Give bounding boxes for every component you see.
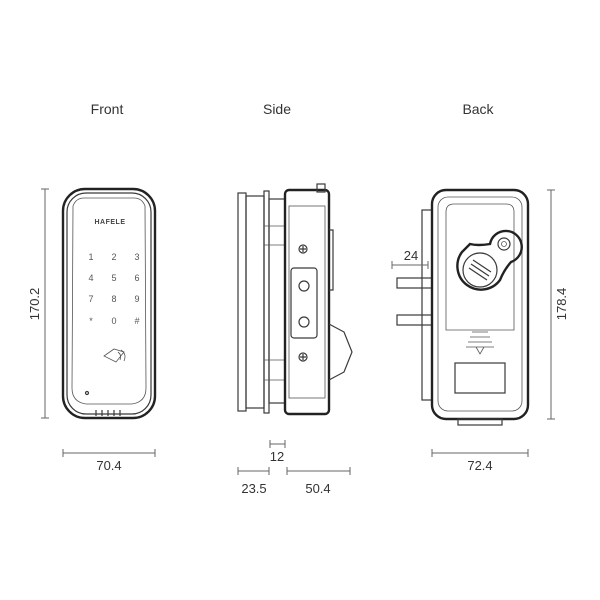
side-door-section [268,198,286,404]
front-view: HAFELE 1 2 3 4 5 6 7 8 9 * 0 # [61,187,157,420]
back-deadbolt [396,277,433,289]
side-right-label: 50.4 [305,481,330,496]
back-view [396,188,530,426]
side-screw-icon [298,352,308,362]
back-bottom-tab [457,418,503,426]
keypad-key[interactable]: 6 [134,273,139,283]
side-left-label: 23.5 [241,481,266,496]
back-deadbolt [396,314,433,326]
front-width-dimension: 70.4 [62,449,156,473]
back-inner-frame [437,196,523,412]
front-view-title: Front [91,101,124,117]
side-front-body [245,195,265,409]
card-reader-icon [103,348,126,363]
bottom-vents [95,410,121,416]
side-small-dimension: 12 [269,440,286,464]
front-glass-panel [71,197,147,405]
front-width-label: 70.4 [96,458,121,473]
side-view-title: Side [263,101,291,117]
front-outer-body [61,187,157,420]
side-back-housing [283,188,331,416]
brand-logo: HAFELE [95,219,126,226]
back-view-title: Back [462,101,494,117]
keypad-key[interactable]: 8 [111,294,116,304]
back-height-label: 178.4 [554,288,569,321]
back-width-dimension: 72.4 [431,449,529,473]
side-small-label: 12 [270,449,284,464]
side-right-dimension: 50.4 [286,467,351,496]
back-upper-panel [445,203,515,331]
side-bolt-hole [298,316,310,328]
keypad-key[interactable]: # [134,316,139,326]
side-view [237,183,353,416]
side-left-dimension: 23.5 [237,467,270,496]
keypad-key[interactable]: 7 [88,294,93,304]
keypad-key[interactable]: 3 [134,252,139,262]
keypad-key[interactable]: 9 [134,294,139,304]
side-latch-plate [290,267,318,339]
battery-arrow-icon [466,331,494,355]
battery-cover [454,362,506,394]
keypad: 1 2 3 4 5 6 7 8 9 * 0 # [88,252,139,326]
side-bolt-hole [298,280,310,292]
side-front-plate [237,192,247,412]
keypad-key[interactable]: 0 [111,316,116,326]
thumb-turn-knob[interactable] [456,229,523,291]
front-height-label: 170.2 [27,288,42,321]
side-edge-strip [329,229,334,291]
side-back-inner [288,205,326,399]
back-width-label: 72.4 [467,458,492,473]
keypad-key[interactable]: 4 [88,273,93,283]
side-thumb-turn [328,323,353,381]
back-bolt-label: 24 [404,248,418,263]
side-section-lines [264,225,285,381]
side-screw-icon [298,244,308,254]
side-top-tab [316,183,326,193]
back-height-dimension: 178.4 [547,189,569,420]
back-bolt-dimension: 24 [391,248,429,269]
indicator-led [84,390,90,396]
front-inner-rim [66,192,152,415]
back-door-edge [421,209,433,401]
keypad-key[interactable]: 2 [111,252,116,262]
keypad-key[interactable]: * [89,316,93,326]
keypad-key[interactable]: 5 [111,273,116,283]
keypad-key[interactable]: 1 [88,252,93,262]
front-height-dimension: 170.2 [27,188,49,419]
